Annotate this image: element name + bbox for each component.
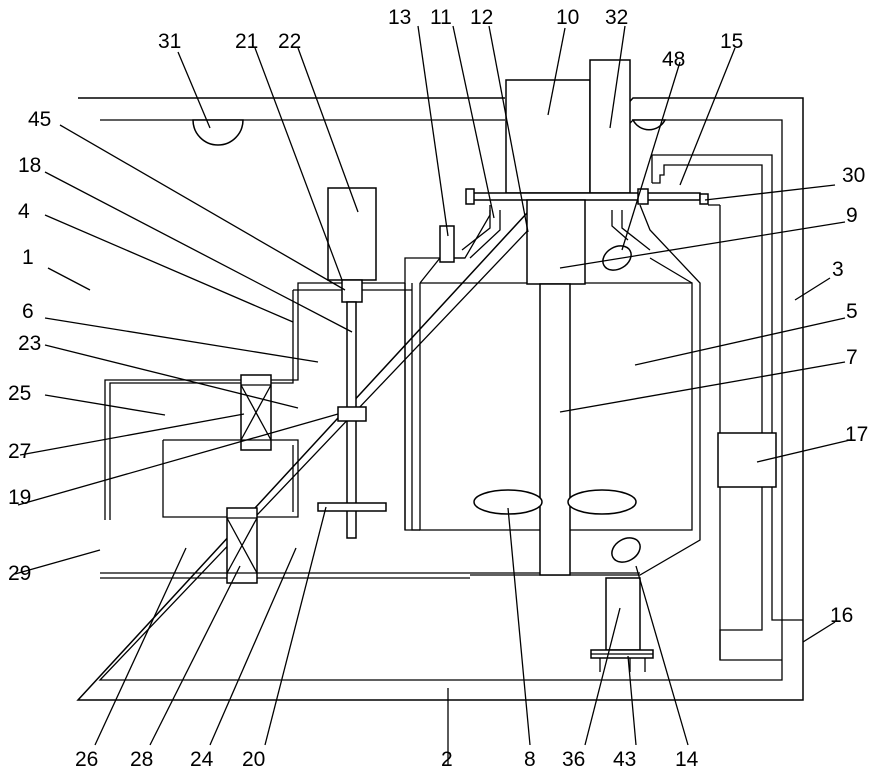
label-25: 25	[8, 382, 31, 405]
valve-27	[240, 374, 272, 451]
label-13: 13	[388, 6, 411, 29]
label-10: 10	[556, 6, 579, 29]
label-30: 30	[842, 164, 865, 187]
label-11: 11	[430, 6, 452, 29]
label-18: 18	[18, 154, 41, 177]
gearbox-12	[526, 199, 586, 285]
shaft-7	[539, 283, 571, 576]
label-48: 48	[662, 48, 685, 71]
motor-10	[505, 79, 591, 194]
label-4: 4	[18, 200, 30, 223]
leader-lines	[14, 25, 851, 766]
valve-14	[611, 537, 641, 563]
label-31: 31	[158, 30, 181, 53]
label-21: 21	[235, 30, 258, 53]
label-27: 27	[8, 440, 31, 463]
label-29: 29	[8, 562, 31, 585]
valve-9	[602, 245, 632, 271]
label-9: 9	[846, 204, 858, 227]
label-23: 23	[18, 332, 41, 355]
label-45: 45	[28, 108, 51, 131]
label-8: 8	[524, 748, 536, 771]
label-19: 19	[8, 486, 31, 509]
valve-28	[226, 507, 258, 584]
label-43: 43	[613, 748, 636, 771]
label-12: 12	[470, 6, 493, 29]
label-17: 17	[845, 423, 868, 446]
label-7: 7	[846, 346, 858, 369]
label-5: 5	[846, 300, 858, 323]
drain-36	[605, 577, 641, 651]
label-32: 32	[605, 6, 628, 29]
label-28: 28	[130, 748, 153, 771]
label-3: 3	[832, 258, 844, 281]
label-16: 16	[830, 604, 853, 627]
label-36: 36	[562, 748, 585, 771]
outer-housing	[76, 97, 804, 701]
outlet-right	[611, 210, 651, 251]
label-14: 14	[675, 748, 699, 771]
label-22: 22	[278, 30, 301, 53]
label-15: 15	[720, 30, 743, 53]
paddle-20	[317, 502, 387, 512]
motor-22	[327, 187, 377, 281]
stirrer-blade-right	[567, 489, 637, 515]
label-20: 20	[242, 748, 265, 771]
reference-labels: 1 2 3 4 5 6 7 8 9 10 11 12 13 14 15 16 1…	[8, 6, 868, 771]
lamp-31	[192, 119, 244, 146]
label-26: 26	[75, 748, 98, 771]
label-2: 2	[441, 748, 453, 771]
lamp-right	[631, 119, 667, 131]
label-6: 6	[22, 300, 34, 323]
feed-pipe-11	[461, 210, 501, 259]
label-24: 24	[190, 748, 214, 771]
label-1: 1	[22, 246, 34, 269]
coupling-45	[341, 279, 363, 303]
collar-19	[337, 406, 367, 422]
